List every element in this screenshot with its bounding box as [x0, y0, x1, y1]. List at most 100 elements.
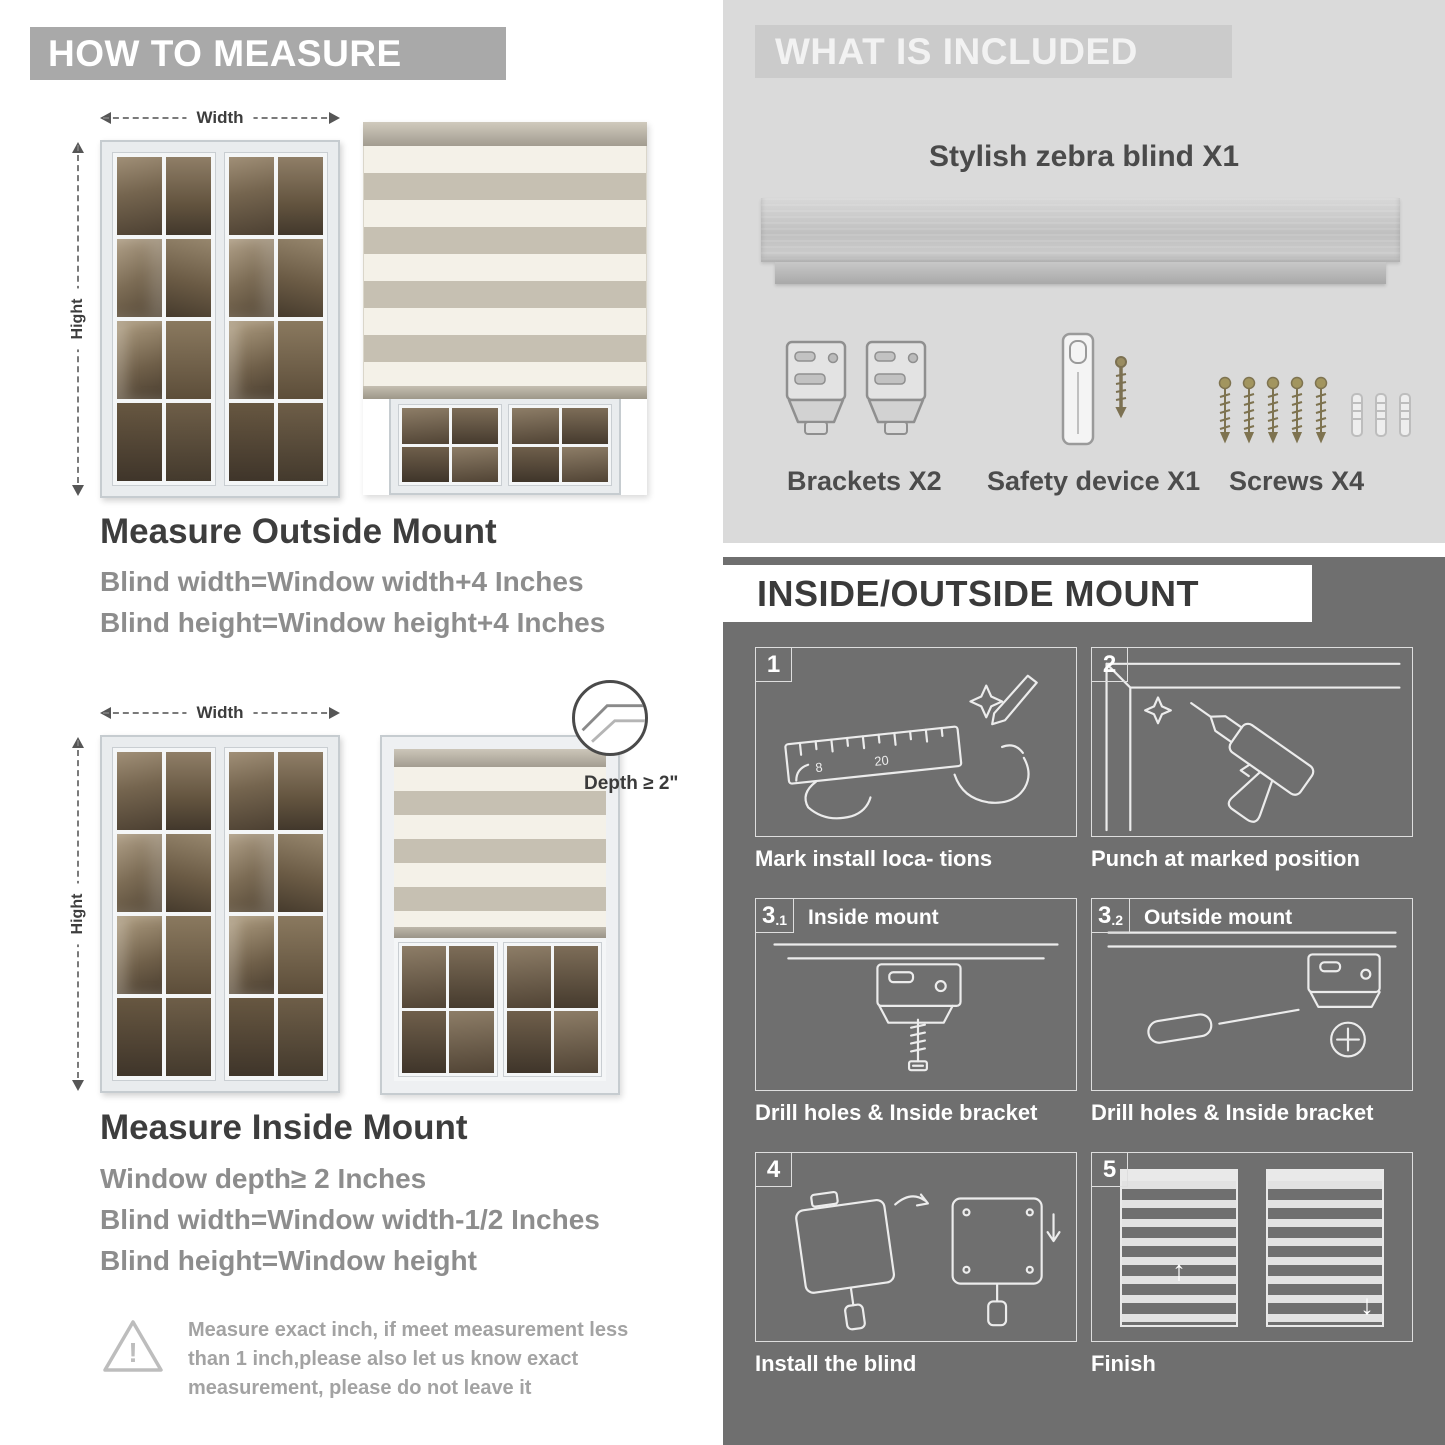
screws-count-label: Screws X4 [1229, 466, 1365, 496]
arrow-up-icon: ↑ [1172, 1255, 1186, 1286]
mount-step-3-1: 3.1 Inside mount [755, 898, 1077, 1126]
measure-outside-mount-title: Measure Outside Mount [100, 512, 497, 551]
window-pane [506, 946, 551, 1008]
brackets-illustration [785, 336, 935, 451]
width-measure-arrow: Width [100, 703, 340, 723]
window-pane [166, 239, 211, 317]
window-pane [449, 1011, 494, 1073]
zebra-blind-product-illustration [761, 198, 1400, 284]
blind-stripes [1268, 1181, 1382, 1325]
mount-banner: INSIDE/OUTSIDE MOUNT [723, 565, 1312, 622]
outside-height-formula: Blind height=Window height+4 Inches [100, 607, 606, 638]
inside-outside-mount-section: INSIDE/OUTSIDE MOUNT 1 8 [723, 557, 1445, 1445]
install-blind-art [795, 1190, 1061, 1331]
window-pane [166, 321, 211, 399]
window-pane [451, 446, 498, 482]
window-pane [229, 834, 274, 912]
svg-text:20: 20 [874, 752, 890, 768]
window-pane [402, 946, 447, 1008]
inside-bracket-art [773, 943, 1059, 1072]
mount-step-3-2: 3.2 Outside mount [1091, 898, 1413, 1126]
window-pane [278, 998, 323, 1076]
height-label: Hight [69, 883, 87, 945]
window-pane [117, 239, 162, 317]
blind-inside-frame [394, 749, 606, 1081]
window-pane [229, 239, 274, 317]
window-pane [402, 446, 449, 482]
safety-device-icon [1061, 332, 1127, 446]
zebra-blind-diagram-inside [380, 735, 620, 1095]
window-pane [451, 408, 498, 444]
height-label: Hight [69, 288, 87, 350]
window-pane [278, 239, 323, 317]
measurement-warning: ! Measure exact inch, if meet measuremen… [100, 1316, 660, 1403]
blind-bottom-rail [394, 927, 606, 938]
blind-cassette [761, 198, 1400, 262]
window-pane [166, 834, 211, 912]
height-measure-arrow: Hight [69, 142, 87, 496]
mount-step-4: 4 [755, 1152, 1077, 1377]
window-pane [278, 321, 323, 399]
window-pane [117, 834, 162, 912]
step-2-caption: Punch at marked position [1091, 846, 1360, 871]
mount-step-2: 2 [1091, 647, 1413, 872]
finished-blinds-art: ↑ ↓ [1116, 1169, 1388, 1327]
window-pane [229, 321, 274, 399]
what-is-included-section: WHAT IS INCLUDED Stylish zebra blind X1 [723, 0, 1445, 543]
width-measure-arrow: Width [100, 108, 340, 128]
safety-device-illustration [1053, 330, 1153, 455]
outside-width-formula: Blind width=Window width+4 Inches [100, 566, 584, 597]
window-pane [166, 403, 211, 481]
window-pane [229, 752, 274, 830]
step-number: 3.2 [1092, 899, 1131, 933]
window-pane [117, 998, 162, 1076]
step-number: 3.1 [756, 899, 795, 933]
window-pane [117, 752, 162, 830]
mount-step-5: 5 ↑ ↓ Finish [1091, 1152, 1413, 1377]
window-diagram-outside: Width Hight [69, 108, 340, 498]
window-pane [278, 834, 323, 912]
window-sash [112, 747, 216, 1081]
zebra-blind-diagram-outside [363, 122, 647, 495]
window-pane [117, 321, 162, 399]
window-pane [402, 408, 449, 444]
window-pane [166, 157, 211, 235]
window-pane [449, 946, 494, 1008]
window-sash [502, 942, 602, 1077]
window-pane [553, 946, 598, 1008]
inside-mount-label: Inside mount [808, 906, 939, 929]
step-number: 4 [756, 1153, 792, 1187]
finished-blind-open: ↑ [1120, 1169, 1238, 1327]
window-diagram-inside: Width Hight [69, 703, 340, 1093]
bracket-icon [785, 340, 927, 436]
what-is-included-banner: WHAT IS INCLUDED [755, 25, 1232, 78]
step-3-2-caption: Drill holes & Inside bracket [1091, 1100, 1374, 1125]
warning-text: Measure exact inch, if meet measurement … [188, 1319, 629, 1399]
outside-bracket-art [1107, 931, 1397, 1058]
drill-art [1105, 662, 1401, 832]
window-pane [229, 157, 274, 235]
window-pane [561, 408, 608, 444]
svg-text:!: ! [128, 1337, 137, 1368]
window-sash [112, 152, 216, 486]
window-sash [224, 747, 328, 1081]
warning-triangle-icon: ! [103, 1320, 163, 1372]
window-below-blind [394, 938, 606, 1081]
outside-mount-label: Outside mount [1144, 906, 1293, 929]
window-frame [100, 140, 340, 498]
window-pane [166, 752, 211, 830]
window-sash [398, 404, 502, 486]
step-5-illustration-box: 5 ↑ ↓ [1091, 1152, 1413, 1342]
step-1-caption: Mark install loca- tions [755, 846, 993, 871]
window-frame [100, 735, 340, 1093]
window-pane [166, 916, 211, 994]
window-pane [278, 157, 323, 235]
window-sash [398, 942, 498, 1077]
step-number: 5 [1092, 1153, 1128, 1187]
blind-bottom-rail [363, 386, 647, 399]
window-pane [278, 403, 323, 481]
window-pane [512, 446, 559, 482]
finished-blind-closed: ↓ [1266, 1169, 1384, 1327]
step-1-illustration-box: 1 8 20 [755, 647, 1077, 837]
window-pane [229, 916, 274, 994]
